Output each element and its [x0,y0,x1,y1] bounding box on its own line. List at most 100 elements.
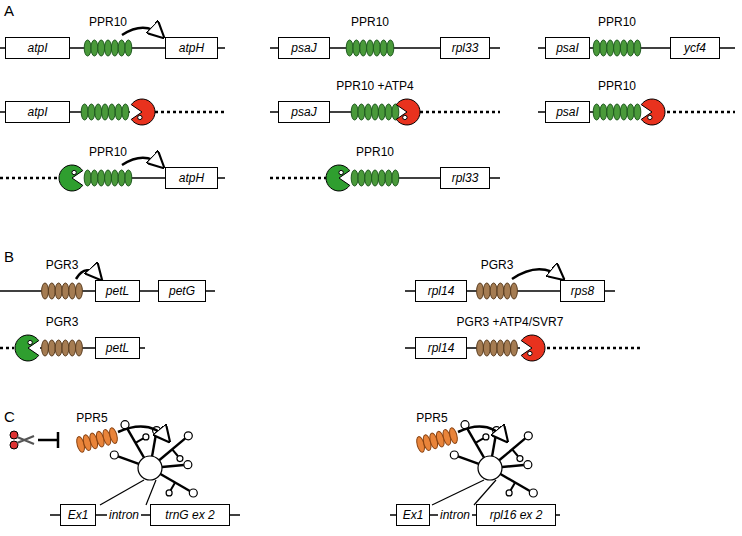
protein-name: PPR10 [351,15,389,29]
protein-name: PGR3 [46,315,79,329]
gene-name: psaI [556,41,579,55]
gene-name: Ex1 [403,508,424,522]
ppr-protein [593,40,641,56]
gene-box: Ex1 [396,504,430,526]
gene-box: psaJ [278,101,330,123]
gene-box: ycf4 [670,37,720,59]
gene-name: petG [169,284,195,298]
ppr-protein [415,427,459,453]
degraded-rna [667,111,735,114]
gene-box: psaI [545,37,590,59]
exonuclease [59,165,83,191]
exonuclease [641,99,665,125]
gene-name: rpl14 [428,284,455,298]
panel-letter: A [4,2,14,19]
panel-letter: B [4,248,14,265]
gene-name: psaJ [291,105,316,119]
ppr-protein [81,104,129,120]
translation-arrow [122,28,162,36]
eye [138,115,142,119]
gene-box: rps8 [560,280,605,302]
gene-box: atpH [165,167,218,189]
gene-name: petL [106,341,129,355]
protein-name: PGR3 [46,258,79,272]
protein-name: PPR10 [356,145,394,159]
protein-name: PPR10 [598,79,636,93]
scissors-symbol [10,431,34,449]
ppr-protein [351,170,399,186]
gene-name: psaJ [291,41,316,55]
translation-arrow [512,269,562,279]
gene-box: rpl16 ex 2 [476,504,556,526]
ppr-protein [42,340,83,356]
translation-arrow [122,158,162,166]
gene-box: petL [95,280,140,302]
eye [403,115,407,119]
intron-structure [100,421,197,505]
degraded-rna [270,177,327,180]
eye [28,340,32,344]
eye [72,170,76,174]
exonuclease [396,99,420,125]
gene-box: trnG ex 2 [150,504,230,526]
eye [648,115,652,119]
gene-name: trnG ex 2 [165,508,214,522]
gene-box: rpl33 [440,37,490,59]
region-label: intron [107,508,141,522]
gene-name: atpH [179,171,204,185]
degraded-rna [547,347,640,350]
degraded-rna [420,111,500,114]
gene-name: rpl33 [452,171,479,185]
translation-arrow [458,427,506,440]
gene-name: rpl33 [452,41,479,55]
gene-box: atpI [5,101,70,123]
protein-name: PGR3 +ATP4/SVR7 [457,315,564,329]
gene-box: atpH [165,37,218,59]
gene-box: rpl14 [415,337,467,359]
exonuclease [131,99,155,125]
gene-name: atpI [27,105,47,119]
ppr-protein [351,104,399,120]
gene-box: rpl33 [440,167,490,189]
protein-name: PPR10 [598,15,636,29]
protein-name: PPR5 [416,411,447,425]
inhibition-bar [38,432,58,448]
translation-arrow [118,427,168,440]
ppr-protein [75,427,119,453]
ppr-protein [84,40,132,56]
ppr-protein [477,283,518,299]
translation-arrow [76,270,100,279]
ppr-protein [593,104,641,120]
gene-box: psaJ [278,37,330,59]
protein-name: PGR3 [481,258,514,272]
gene-name: rpl16 ex 2 [490,508,543,522]
exonuclease [521,335,545,361]
degraded-rna [155,111,225,114]
gene-name: psaI [556,105,579,119]
gene-box: petL [95,337,140,359]
gene-box: atpI [5,37,70,59]
gene-name: ycf4 [684,41,706,55]
degraded-rna [0,347,14,350]
protein-name: PPR10 +ATP4 [336,79,413,93]
ppr-protein [42,283,83,299]
ppr-protein [84,170,132,186]
eye [339,170,343,174]
gene-box: Ex1 [60,504,96,526]
gene-box: petG [158,280,206,302]
panel-letter: C [4,408,15,425]
gene-name: rpl14 [428,341,455,355]
gene-box: psaI [545,101,590,123]
gene-name: rps8 [571,284,594,298]
protein-name: PPR10 [89,145,127,159]
eye [528,351,532,355]
protein-name: PPR5 [76,411,107,425]
gene-name: atpI [27,41,47,55]
gene-name: Ex1 [68,508,89,522]
intron-structure [432,421,537,505]
degraded-rna [0,177,60,180]
region-label: intron [438,508,472,522]
ppr-protein [346,40,394,56]
exonuclease [326,165,350,191]
ppr-protein [477,340,518,356]
